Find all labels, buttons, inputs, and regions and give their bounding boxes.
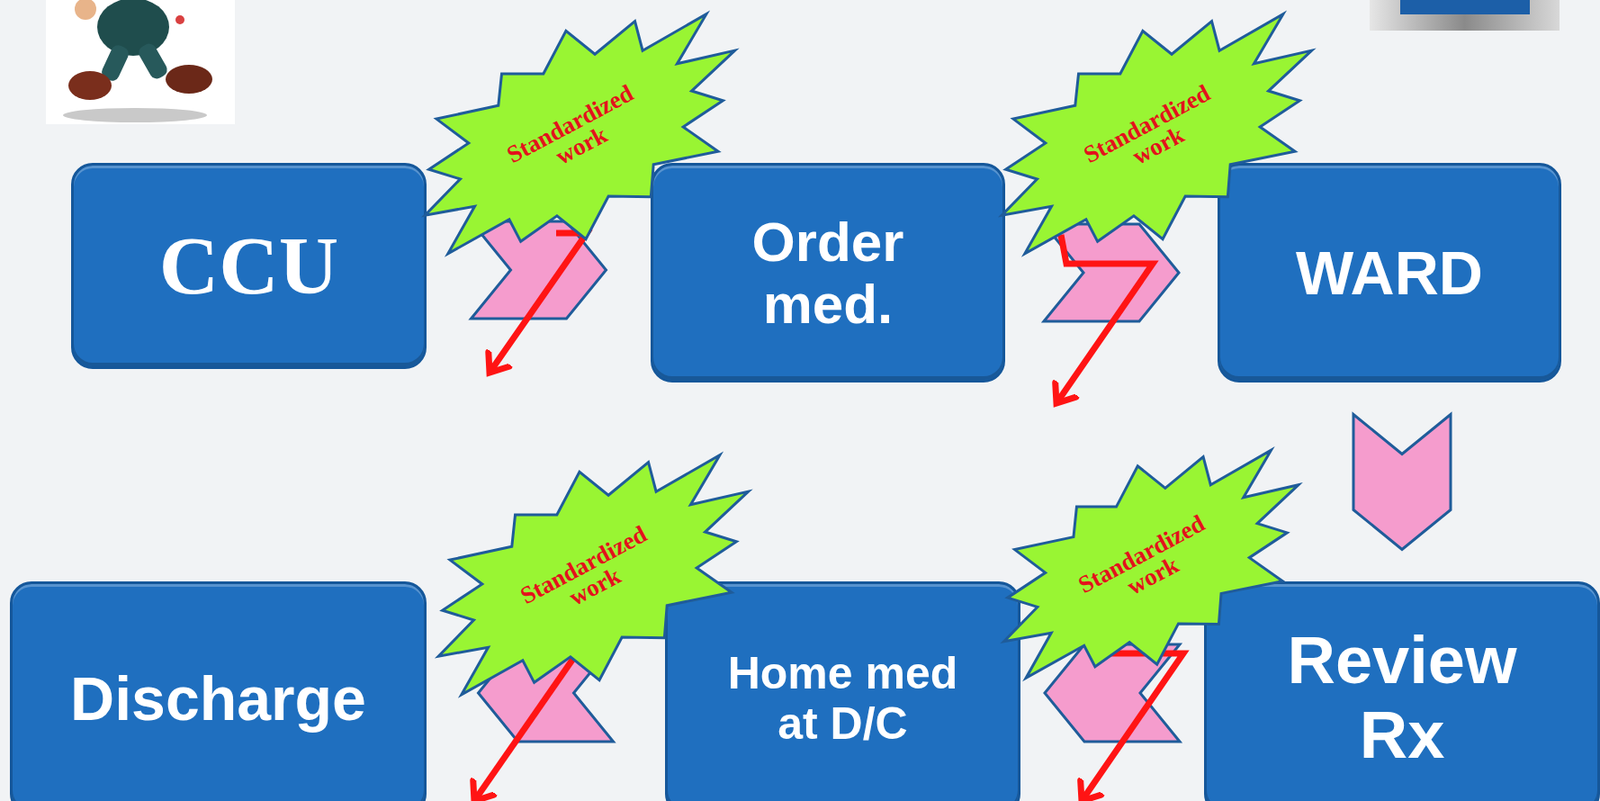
box-label: CCU [159,219,339,313]
box-label: Home med at D/C [712,647,974,749]
cartoon-shadow [62,107,207,123]
chevron-connector [1044,644,1180,742]
chevron-connector [478,644,614,742]
chevron-connector [1353,414,1451,550]
cartoon-body [97,0,170,56]
cartoon-hand [74,0,97,20]
badge-frame [1369,0,1560,31]
process-box: Home med at D/C [665,581,1021,801]
cartoon-leg [135,41,170,82]
chevron-connector [1043,224,1179,322]
process-box: CCU [71,162,427,369]
badge-panel [1400,0,1530,15]
box-label: Order med. [710,210,945,336]
runner-cartoon [45,0,235,125]
cartoon-detail [175,15,185,25]
box-label: Discharge [70,664,367,733]
process-box: Discharge [9,581,427,801]
cartoon-shoe [165,64,213,94]
box-label: WARD [1295,238,1484,307]
cartoon-shoe [68,71,112,100]
box-label: Review Rx [1267,623,1538,774]
process-box: WARD [1217,162,1562,383]
process-box: Review Rx [1204,581,1600,801]
corner-badge [1369,0,1560,31]
chevron-connector [471,221,607,319]
process-box: Order med. [650,162,1006,383]
